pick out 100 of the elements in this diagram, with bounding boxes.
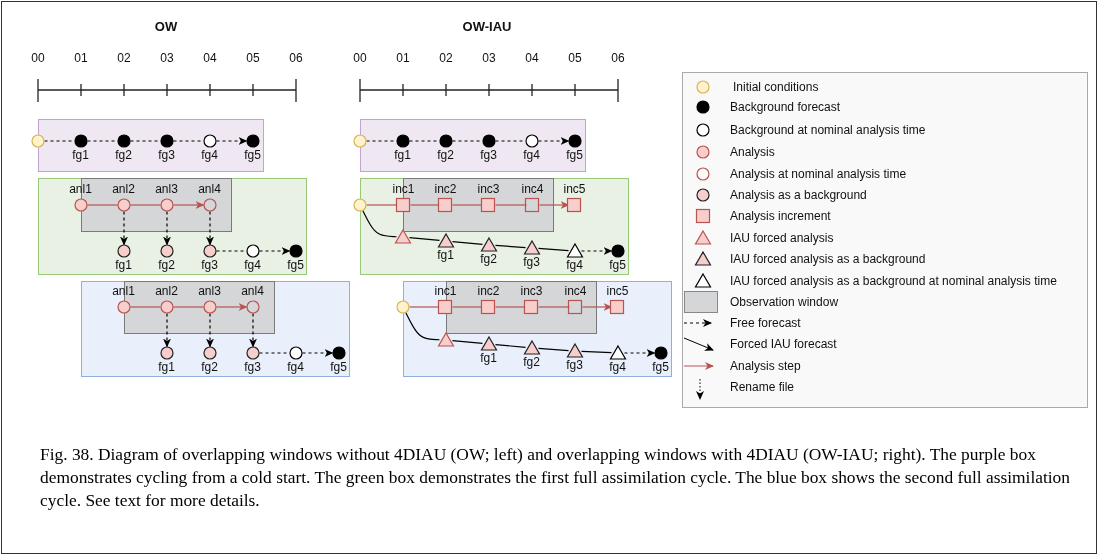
- connector-line: [86, 204, 119, 206]
- marker-label: anl3: [198, 283, 221, 298]
- cycle-panel: [81, 281, 350, 377]
- marker-label: inc2: [434, 181, 457, 196]
- tick-label: 00: [353, 51, 367, 65]
- marker-label: anl1: [69, 181, 92, 196]
- marker-label: anl4: [198, 181, 221, 196]
- arrow: [215, 303, 248, 311]
- marker-label: fg5: [566, 147, 583, 162]
- marker-label: fg5: [652, 359, 669, 374]
- tick-label: 05: [246, 51, 260, 65]
- marker-label: anl2: [155, 283, 178, 298]
- connector-line: [494, 244, 527, 249]
- circle-marker: [395, 299, 411, 315]
- connector-line: [537, 247, 570, 252]
- marker-label: fg3: [158, 147, 175, 162]
- legend-label: Initial conditions: [733, 80, 819, 94]
- tick-label: 01: [74, 51, 88, 65]
- arrow: [206, 210, 214, 246]
- circle-marker: [352, 133, 368, 149]
- marker-label: fg3: [244, 359, 261, 374]
- legend-label: Analysis increment: [730, 209, 831, 223]
- legend-label: Forced IAU forecast: [730, 337, 837, 351]
- legend-label: IAU forced analysis: [730, 231, 834, 245]
- arrow: [120, 210, 128, 246]
- connector-line: [494, 306, 527, 308]
- connector-line: [362, 210, 398, 238]
- marker-label: fg5: [609, 257, 626, 272]
- connector-line: [172, 306, 205, 308]
- marker-label: fg4: [244, 257, 261, 272]
- cycle-panel: [38, 119, 264, 172]
- marker-label: fg3: [566, 357, 583, 372]
- legend-label: IAU forced analysis as a background: [730, 252, 926, 266]
- cycle-panel: [360, 119, 586, 172]
- legend-label: Analysis at nominal analysis time: [730, 167, 907, 181]
- connector-line: [129, 306, 162, 308]
- circle-marker: [352, 197, 368, 213]
- connector-line: [451, 241, 484, 245]
- marker-label: inc3: [477, 181, 500, 196]
- marker-label: inc1: [392, 181, 415, 196]
- marker-label: fg4: [287, 359, 304, 374]
- arrow: [249, 312, 257, 348]
- arrow: [172, 201, 205, 209]
- arrow: [163, 210, 171, 246]
- connector-line: [408, 306, 441, 308]
- marker-label: fg1: [72, 147, 89, 162]
- legend-label: Free forecast: [730, 316, 801, 330]
- arrow: [538, 201, 570, 209]
- tick-label: 03: [482, 51, 496, 65]
- marker-label: fg3: [201, 257, 218, 272]
- marker-label: fg1: [480, 350, 497, 365]
- cycle-panel: [360, 178, 629, 275]
- marker-label: fg2: [115, 147, 132, 162]
- connector-line: [451, 204, 484, 206]
- connector-line: [537, 347, 570, 352]
- arrow: [623, 349, 656, 357]
- legend-label: IAU forced analysis as a background at nominal analysis time: [730, 274, 1057, 288]
- marker-label: anl3: [155, 181, 178, 196]
- marker-label: fg4: [523, 147, 540, 162]
- marker-label: fg2: [523, 354, 540, 369]
- arrow: [581, 303, 613, 311]
- tick-label: 04: [525, 51, 539, 65]
- marker-label: inc4: [564, 283, 587, 298]
- connector-line: [129, 204, 162, 206]
- connector-line: [409, 204, 441, 206]
- arrow: [215, 137, 248, 145]
- marker-label: inc3: [520, 283, 543, 298]
- marker-label: fg1: [394, 147, 411, 162]
- marker-label: fg4: [609, 359, 626, 374]
- figure-caption: Fig. 38. Diagram of overlapping windows without 4DIAU (OW; left) and overlapping windows with 4DIAU (OW-IAU; right). The purple box demonstrates cycling from a cold start. The green box demonstrates the first full assimilation cycle. The blue box shows the second full assimilation cycle. See text for more details.: [40, 443, 1071, 512]
- legend-label: Background at nominal analysis time: [730, 123, 926, 137]
- marker-label: anl4: [241, 283, 264, 298]
- marker-label: fg2: [158, 257, 175, 272]
- tick-label: 06: [611, 51, 625, 65]
- connector-line: [365, 204, 399, 206]
- marker-label: fg1: [158, 359, 175, 374]
- marker-label: fg5: [287, 257, 304, 272]
- legend-label: Analysis step: [730, 359, 801, 373]
- marker-label: inc4: [521, 181, 544, 196]
- arrow: [163, 312, 171, 348]
- tick-label: 04: [203, 51, 217, 65]
- panel-heading: OW: [154, 20, 178, 34]
- marker-label: fg2: [437, 147, 454, 162]
- triangle-marker: [394, 228, 411, 245]
- cycle-panel: [403, 281, 672, 377]
- marker-label: inc2: [477, 283, 500, 298]
- marker-label: inc5: [563, 181, 586, 196]
- marker-label: fg5: [244, 147, 261, 162]
- marker-label: fg2: [480, 251, 497, 266]
- circle-marker: [30, 133, 46, 149]
- legend-label: Analysis as a background: [730, 188, 867, 202]
- legend-label: Observation window: [730, 295, 839, 309]
- tick-label: 00: [31, 51, 45, 65]
- marker-label: anl2: [112, 181, 135, 196]
- tick-label: 06: [289, 51, 303, 65]
- arrow: [258, 247, 291, 255]
- connector-line: [405, 312, 441, 341]
- tick-label: 02: [117, 51, 131, 65]
- marker-label: inc5: [606, 283, 629, 298]
- connector-line: [494, 204, 528, 206]
